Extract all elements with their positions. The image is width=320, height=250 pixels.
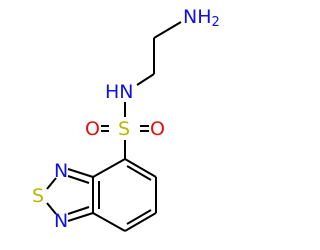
- atom-ring-n-bottom: N: [54, 210, 68, 232]
- bond-n-top-s: [46, 177, 57, 190]
- bond-nh2-ch2: [153, 21, 182, 39]
- bond-c7a-n-bottom-a: [67, 212, 94, 222]
- bond-ring-c6-c7: [124, 212, 157, 232]
- bond-ring-double-c6-c7: [126, 209, 152, 225]
- bond-ring-double-c4-c5: [126, 165, 152, 181]
- atom-oxygen-left: O: [85, 118, 100, 140]
- bonds: [46, 21, 182, 232]
- atom-amine-nh2-subscript: 2: [212, 15, 220, 30]
- bond-ring-c3a-c4: [92, 158, 126, 178]
- bond-s-n-bottom: [46, 202, 57, 215]
- atom-amine-nh2-text: NH: [183, 6, 212, 28]
- atom-oxygen-right: O: [150, 118, 165, 140]
- atom-amine-nh2: NH2: [183, 6, 220, 30]
- atom-amide-hn: HN: [105, 81, 134, 103]
- molecule-structure-diagram: NH2 HN S O O N S N: [32, 6, 220, 232]
- bond-c3a-n-top-b: [67, 175, 90, 184]
- bond-c7a-n-bottom-b: [67, 206, 90, 215]
- atom-labels: NH2 HN S O O N S N: [32, 6, 220, 232]
- bond-ch2-nh: [136, 73, 155, 86]
- bond-ring-c7-c7a: [92, 212, 126, 232]
- bond-ring-c4-c5: [124, 158, 157, 178]
- bond-c3a-n-top-a: [67, 168, 94, 178]
- atom-ring-n-top: N: [54, 160, 68, 182]
- atom-ring-s: S: [32, 185, 44, 207]
- atom-sulfonyl-s: S: [118, 118, 130, 140]
